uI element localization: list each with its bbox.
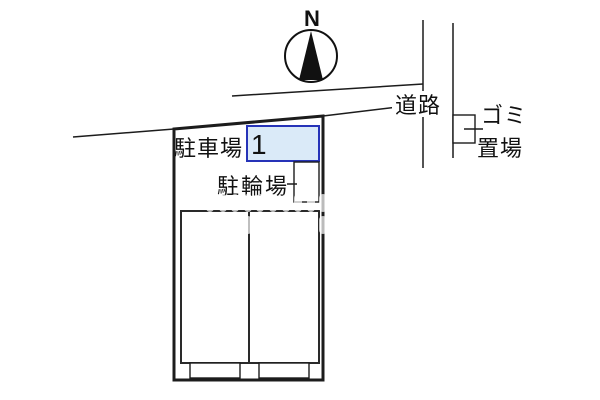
- garbage-label-line1: ゴミ: [481, 103, 527, 128]
- watermark-overlay: [206, 194, 327, 234]
- entrance-porch-left: [189, 362, 241, 379]
- parking-lot-label: 駐車場: [174, 136, 243, 161]
- road-edge-line-left: [72, 128, 175, 138]
- entrance-porch-right: [258, 362, 310, 379]
- garbage-label-line2: 置場: [477, 136, 523, 161]
- compass-needle: [299, 31, 323, 80]
- north-compass-icon: N: [284, 6, 338, 83]
- road-label-background: [392, 91, 444, 117]
- compass-north-label: N: [304, 6, 320, 31]
- bicycle-parking-label: 駐輪場: [217, 174, 289, 199]
- site-boundary: [172, 114, 325, 382]
- road-label: 道路: [395, 93, 441, 118]
- road-edge-line-top: [231, 83, 424, 97]
- parking-space-number: 1: [251, 129, 267, 160]
- parking-space-1: [246, 125, 320, 162]
